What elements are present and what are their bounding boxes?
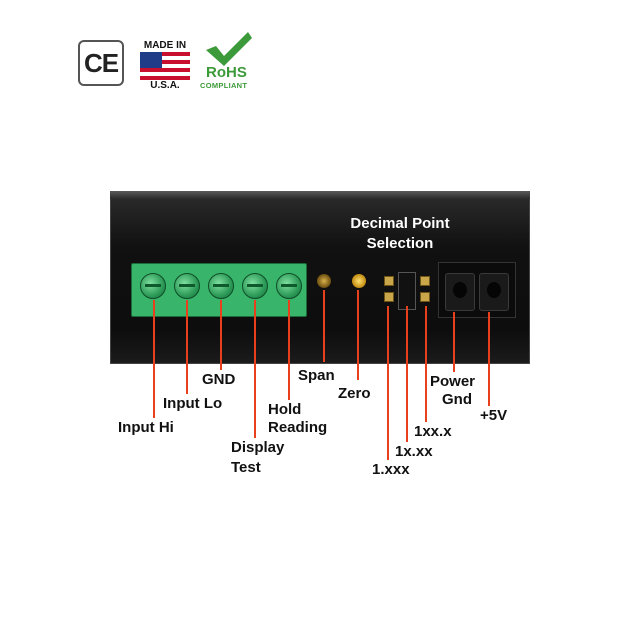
label-power: Power [430,373,476,390]
terminal-screw-input-hi [140,273,166,299]
terminal-screw-input-lo [174,273,200,299]
label-dp-1x-xx: 1x.xx [395,443,433,460]
label-dp-1xx-x: 1xx.x [414,423,452,440]
checkmark-icon [206,32,252,66]
rohs-badge: RoHS COMPLIANT [200,30,258,92]
span-potentiometer [317,274,331,288]
ce-mark-text: CE [83,47,119,78]
zero-potentiometer [352,274,366,288]
label-dp-1xxx: 1.xxx [372,461,410,478]
decimal-point-jumper-header [382,268,432,312]
label-reading: Reading [268,419,328,436]
terminal-screw-gnd [208,273,234,299]
label-gnd-power: Gnd [442,391,472,408]
label-plus5v: +5V [480,407,508,424]
made-in-text: MADE IN [143,40,187,51]
made-in-usa-badge: MADE IN U.S.A. [138,40,192,91]
rohs-title: RoHS [206,64,247,81]
terminal-block [131,263,307,317]
us-flag-icon [140,52,190,80]
label-hold: Hold [268,401,302,418]
label-test: Test [231,459,261,476]
terminal-screw-display-test [242,273,268,299]
label-display: Display [231,439,285,456]
rohs-compliant: COMPLIANT [200,81,248,90]
label-span: Span [298,367,335,384]
terminal-screw-hold-reading [276,273,302,299]
ce-mark-icon: CE [78,40,124,86]
label-input-hi: Input Hi [118,419,174,436]
power-connector [438,262,516,318]
power-gnd-socket [445,273,475,311]
decimal-point-title-line2: Selection [366,235,434,252]
label-input-lo: Input Lo [163,395,223,412]
plus5v-socket [479,273,509,311]
label-zero: Zero [338,385,371,402]
label-gnd: GND [202,371,236,388]
decimal-point-title-line1: Decimal Point [350,215,450,232]
usa-text: U.S.A. [150,80,180,91]
